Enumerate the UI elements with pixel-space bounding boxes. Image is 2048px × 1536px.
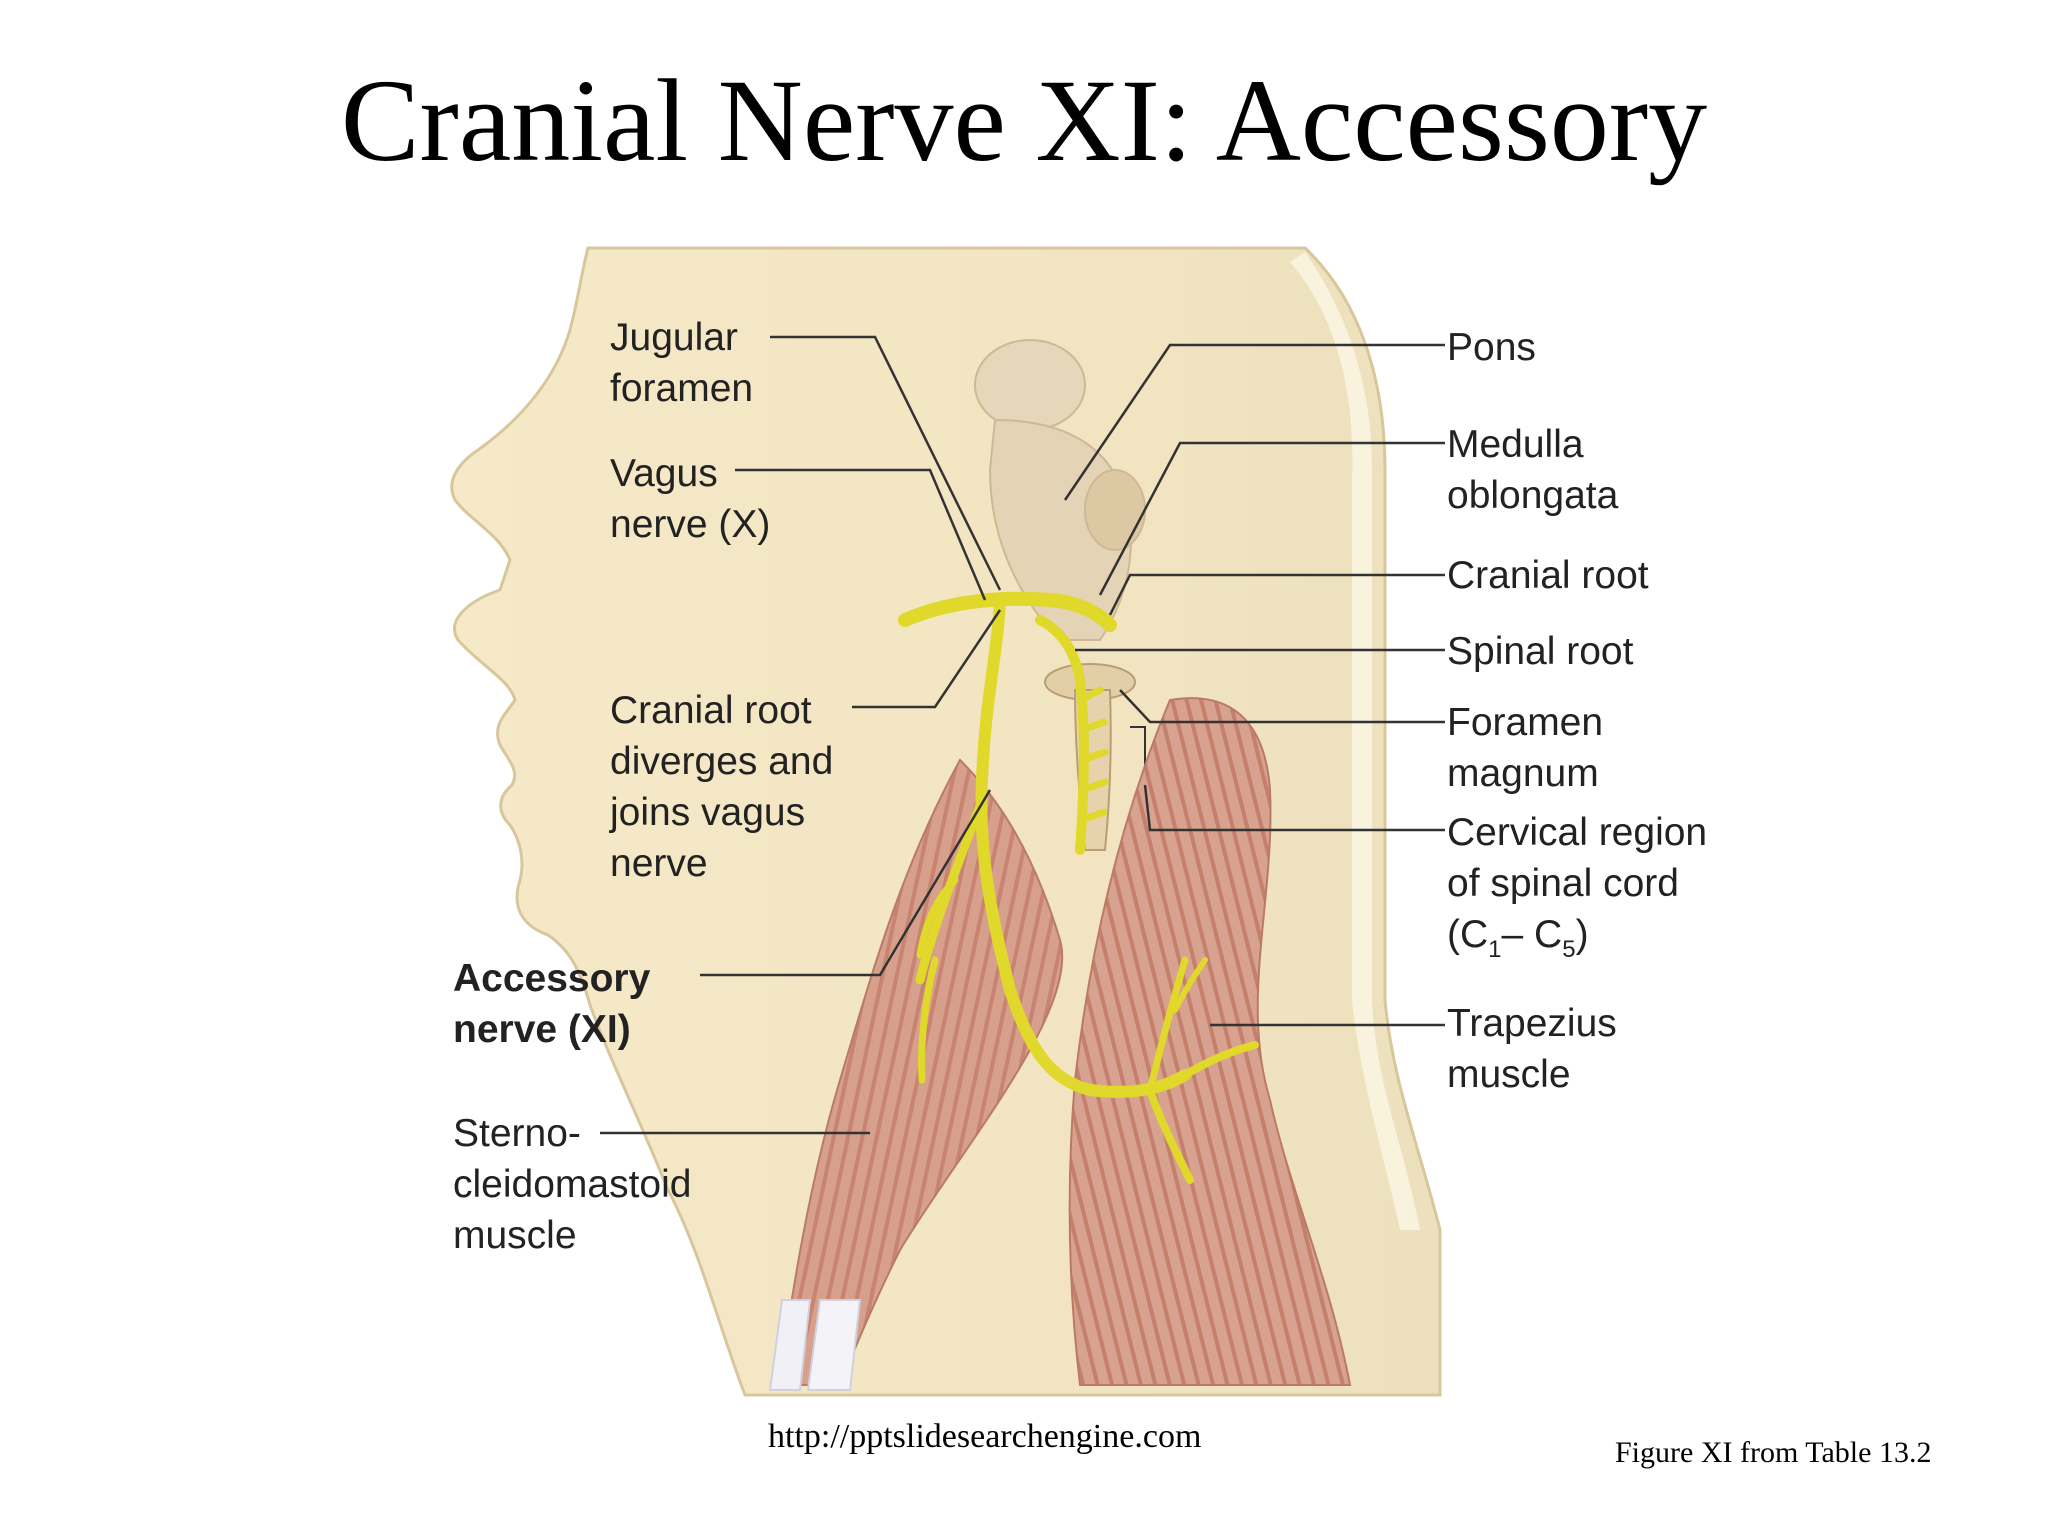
label-accessory-nerve: Accessory nerve (XI) [453,957,651,1051]
leader-cranial-root [1108,573,1445,616]
scm-tendon-1 [768,1299,812,1391]
label-trapezius: Trapezius muscle [1447,1002,1617,1096]
figure-caption: Figure XI from Table 13.2 [1615,1436,1932,1469]
leader-foramen [1119,689,1445,724]
neck-highlight [1290,252,1420,1230]
leader-vagus [735,468,987,601]
label-cervical-region: Cervical region of spinal cord (C1– C5) [1447,807,1707,975]
label-sternocleidomastoid: Sterno- cleidomastoid muscle [453,1112,692,1257]
label-spinal-root: Spinal root [1447,630,1634,673]
label-jugular-foramen: Jugular foramen [610,316,754,410]
trapezius-muscle [1068,697,1352,1386]
leader-medulla [1098,441,1445,596]
scm-tendon-2 [806,1299,862,1391]
leader-cranial-diverges [852,609,1002,709]
label-foramen-magnum: Foramen magnum [1447,701,1604,795]
label-medulla-oblongata: Medulla oblongata [1447,423,1619,517]
accessory-nerve-graphic [898,591,1259,1184]
cervical-range: (C1– C5) [1447,913,1589,963]
leader-accessory [700,789,992,977]
medulla-bulge [1084,469,1146,551]
leader-jugular [770,335,1002,591]
label-cranial-root: Cranial root [1447,554,1649,597]
label-vagus-nerve: Vagus nerve (X) [610,452,771,546]
leader-cervical [1143,784,1445,832]
medulla-structure [988,418,1132,641]
leader-pons [1063,343,1445,501]
pons-structure [974,339,1086,431]
source-url: http://pptslidesearchengine.com [768,1418,1202,1455]
label-cranial-root-diverges: Cranial root diverges and joins vagus ne… [610,689,834,885]
label-pons: Pons [1447,326,1536,369]
leader-lines [600,335,1445,1135]
slide-title: Cranial Nerve XI: Accessory [340,55,1708,186]
